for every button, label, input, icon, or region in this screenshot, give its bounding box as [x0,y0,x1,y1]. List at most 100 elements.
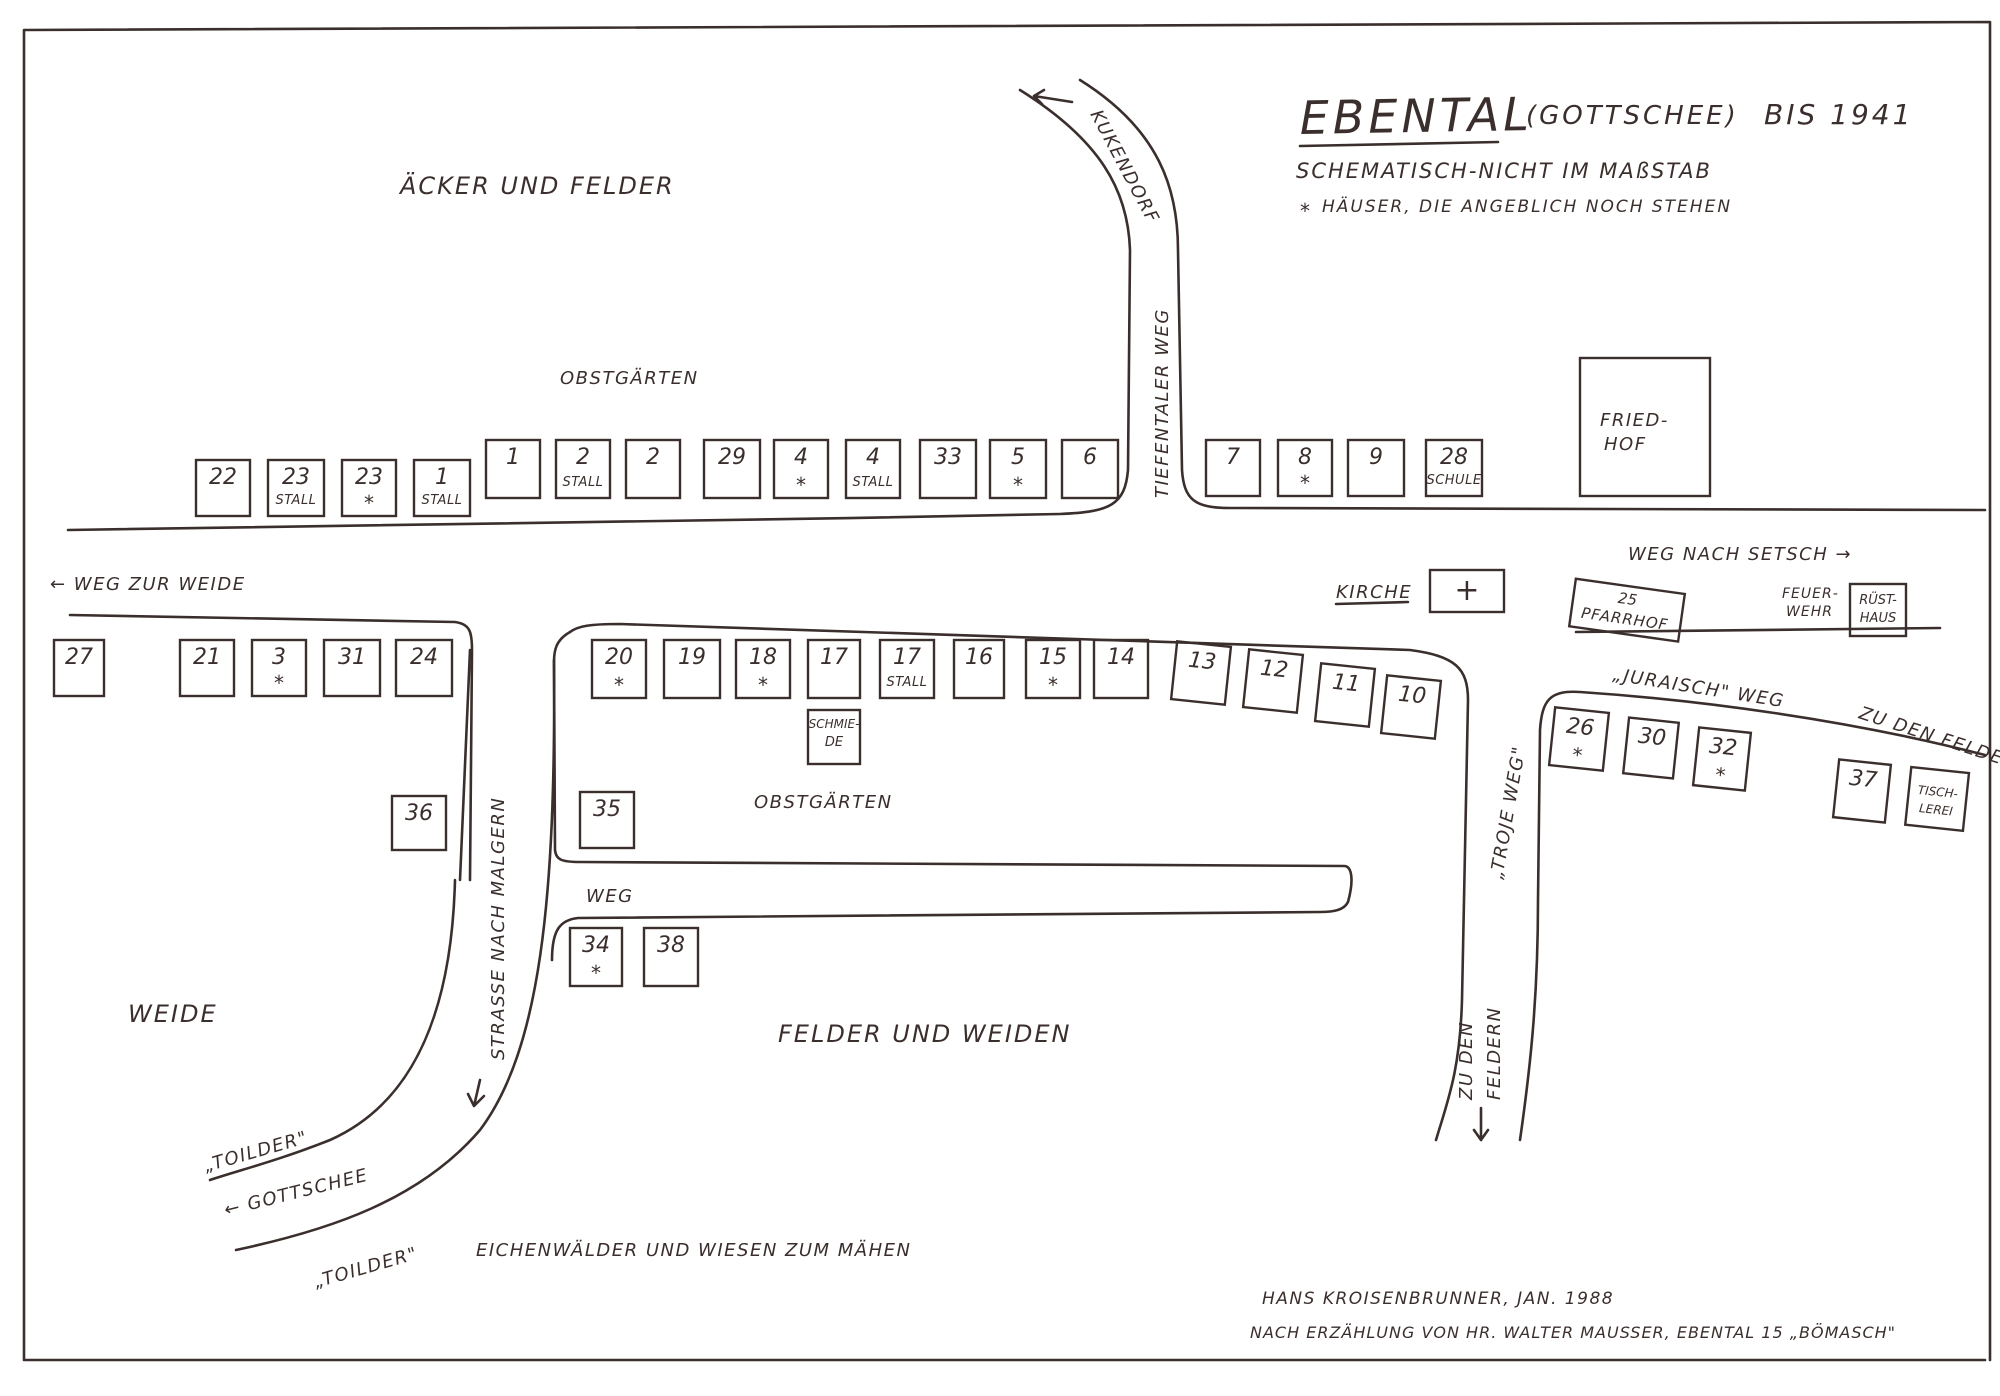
house: 19 [662,638,722,700]
house-number: 30 [1637,724,1667,752]
house-number: 4 [866,445,880,470]
house-outline [590,638,648,700]
house-number: 21 [193,645,221,670]
house-outline [1024,638,1082,700]
house-outline [250,638,308,698]
house-label: STALL [422,493,463,508]
house-label: STALL [276,493,317,508]
house-number: 8 [1298,445,1312,470]
house: 23* [340,458,398,518]
area-felder-weiden: FELDER UND WEIDEN [778,1020,1072,1048]
house-outline [1346,438,1406,498]
house-number: 9 [1369,445,1383,470]
house-number: 17 [820,645,848,670]
house-outline [702,438,762,500]
road-tiefentaler-weg: TIEFENTALER WEG [1152,308,1173,498]
road-weg-nach-setsch: WEG NACH SETSCH → [1628,544,1852,565]
schmiede: SCHMIE- DE [806,708,862,766]
house-outline [178,638,236,698]
house-number: 13 [1187,648,1217,676]
house-outline [1060,438,1120,500]
house-number: 27 [65,645,93,670]
house: 37 [1831,758,1893,824]
roads [66,78,1987,1252]
arrow-malgern [466,1078,486,1108]
house: 14 [1092,638,1150,700]
house: 26* [1547,706,1611,772]
house-outline [322,638,382,698]
star-icon: * [1013,473,1023,497]
house-number: 20 [605,645,633,670]
title-paren: (GOTTSCHEE) [1526,101,1739,131]
house-label: STALL [563,475,604,490]
house-number: 14 [1107,645,1135,670]
area-obstgaerten-south: OBSTGÄRTEN [754,792,893,813]
house-label: STALL [887,675,928,690]
credits-line1: HANS KROISENBRUNNER, JAN. 1988 [1262,1289,1614,1309]
house-outline [554,438,612,500]
house-outline [918,438,978,500]
house-outline [194,458,252,518]
house-outline [988,438,1048,500]
house-outline [1831,758,1893,824]
house-outline [1169,640,1233,706]
road-zu-den-feldern-south-1: ZU DEN [1456,1021,1477,1101]
house-number: 35 [593,797,621,822]
house-outline [806,638,862,700]
house-number: 38 [657,933,685,958]
house-number: 5 [1011,445,1025,470]
house-outline [1204,438,1262,498]
feuerwehr: FEUER- WEHR [1782,586,1838,620]
house-outline [1276,438,1334,498]
star-icon: * [1714,762,1726,787]
house-outline [772,438,830,500]
house: 21 [178,638,236,698]
house: 33 [918,438,978,500]
house-number: 24 [410,645,438,670]
kirche-cross-icon: + [1454,573,1479,608]
area-obstgaerten-north: OBSTGÄRTEN [560,368,699,389]
road-weg: WEG [586,886,634,907]
house-outline [1092,638,1150,700]
house-number: 19 [678,645,706,670]
house-outline [412,458,472,518]
map-frame [22,20,1992,1362]
house-number: 1 [506,445,520,470]
house: 20 * [590,638,648,700]
arrow-zu-den-feldern [1472,1106,1490,1142]
house-outline [624,438,682,500]
house-number: 18 [749,645,777,670]
house-number: 23 [355,465,383,490]
house: 4* [772,438,830,500]
star-icon: * [614,673,624,697]
star-icon: * [796,473,806,497]
house-outline [568,926,624,988]
house-number: 1 [435,465,449,490]
house-outline [52,638,106,698]
house: 8* [1276,438,1334,498]
house-number: 15 [1039,645,1067,670]
kirche: KIRCHE + [1334,568,1506,614]
title-year: BIS 1941 [1764,98,1913,131]
svg-text:25: 25 [1617,589,1638,609]
star-icon: * [1048,673,1058,697]
legend-symbol: * [1300,199,1310,223]
house-label: SCHULE [1426,473,1481,488]
house-number: 10 [1397,682,1427,710]
friedhof: FRIED- HOF [1578,356,1712,498]
house: 3* [250,638,308,698]
house-outline [1313,662,1377,728]
house-number: 7 [1226,445,1240,470]
house-number: 26 [1565,714,1595,742]
house-number: 17 [893,645,921,670]
house: 6 [1060,438,1120,500]
house: 2 [624,438,682,500]
house: 16 [952,638,1006,700]
road-toilder-2: „TOILDER" [312,1243,421,1293]
house: 24 [394,638,454,698]
